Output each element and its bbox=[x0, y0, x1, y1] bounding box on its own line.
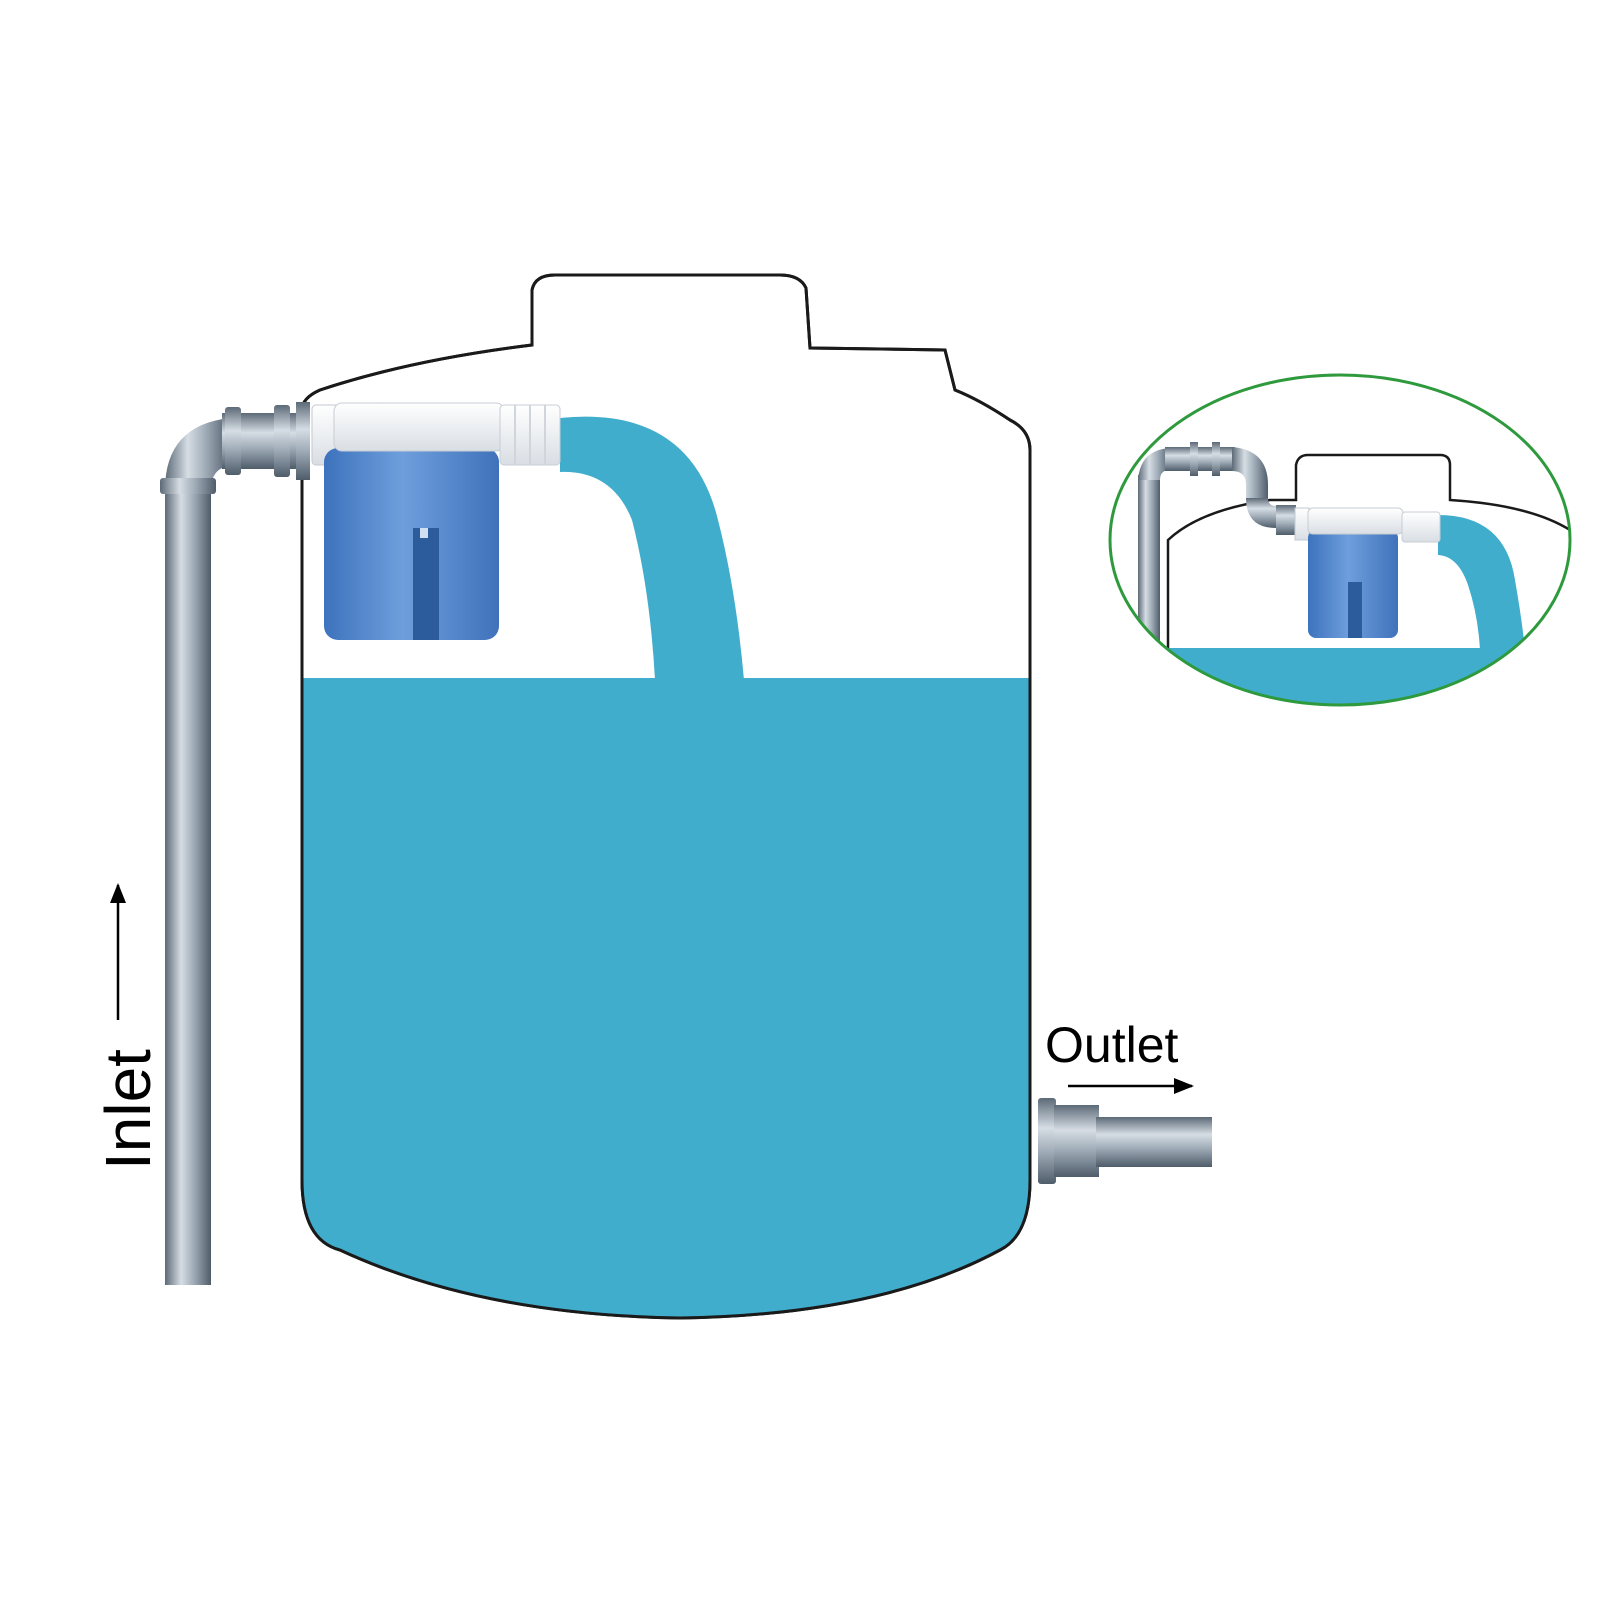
valve-cap bbox=[333, 402, 505, 452]
inset-detail bbox=[1108, 373, 1572, 707]
inset-tank-outline bbox=[1166, 453, 1570, 705]
inset-valve-cap bbox=[1307, 507, 1404, 535]
float-valve bbox=[311, 402, 561, 640]
tank-outline-overlay bbox=[300, 273, 1032, 1320]
inset-water bbox=[1110, 648, 1570, 705]
inlet-label: Inlet bbox=[92, 1049, 164, 1170]
inlet-label-group: Inlet bbox=[92, 883, 164, 1170]
outlet-label: Outlet bbox=[1045, 1017, 1179, 1073]
valve-body bbox=[324, 448, 499, 640]
inlet-pipe bbox=[160, 402, 310, 1285]
inset-water-stream bbox=[1438, 515, 1525, 650]
valve-slot bbox=[413, 528, 439, 640]
outlet-pipe bbox=[1038, 1098, 1212, 1184]
water-stream bbox=[560, 416, 744, 680]
inset-border bbox=[1108, 373, 1572, 707]
outlet-label-group: Outlet bbox=[1045, 1017, 1194, 1094]
tank-water bbox=[302, 678, 1030, 1318]
